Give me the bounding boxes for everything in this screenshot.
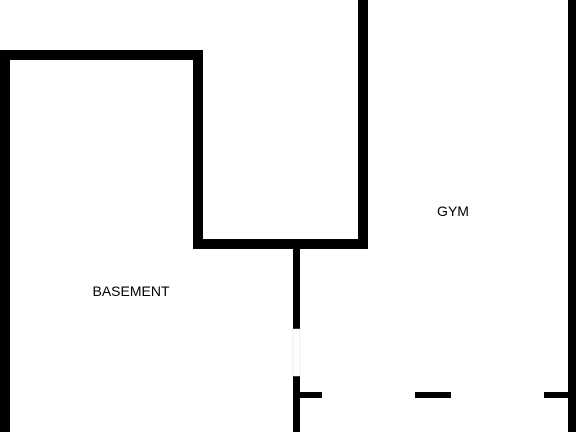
wall-partition-upper xyxy=(293,249,300,329)
wall-gym-right xyxy=(568,0,576,432)
wall-gym-left xyxy=(358,0,368,249)
wall-basement-top xyxy=(0,50,201,60)
doorway-partition xyxy=(292,328,301,377)
wall-basement-left xyxy=(0,50,10,432)
wall-dash-left xyxy=(300,392,322,398)
room-label-basement: BASEMENT xyxy=(92,283,170,299)
wall-dash-right xyxy=(544,392,570,398)
room-label-gym: GYM xyxy=(437,203,469,219)
wall-dash-middle xyxy=(415,392,451,398)
wall-partition-lower xyxy=(293,376,300,432)
wall-notch-bottom xyxy=(193,239,368,249)
wall-basement-notch-vertical xyxy=(193,50,203,249)
